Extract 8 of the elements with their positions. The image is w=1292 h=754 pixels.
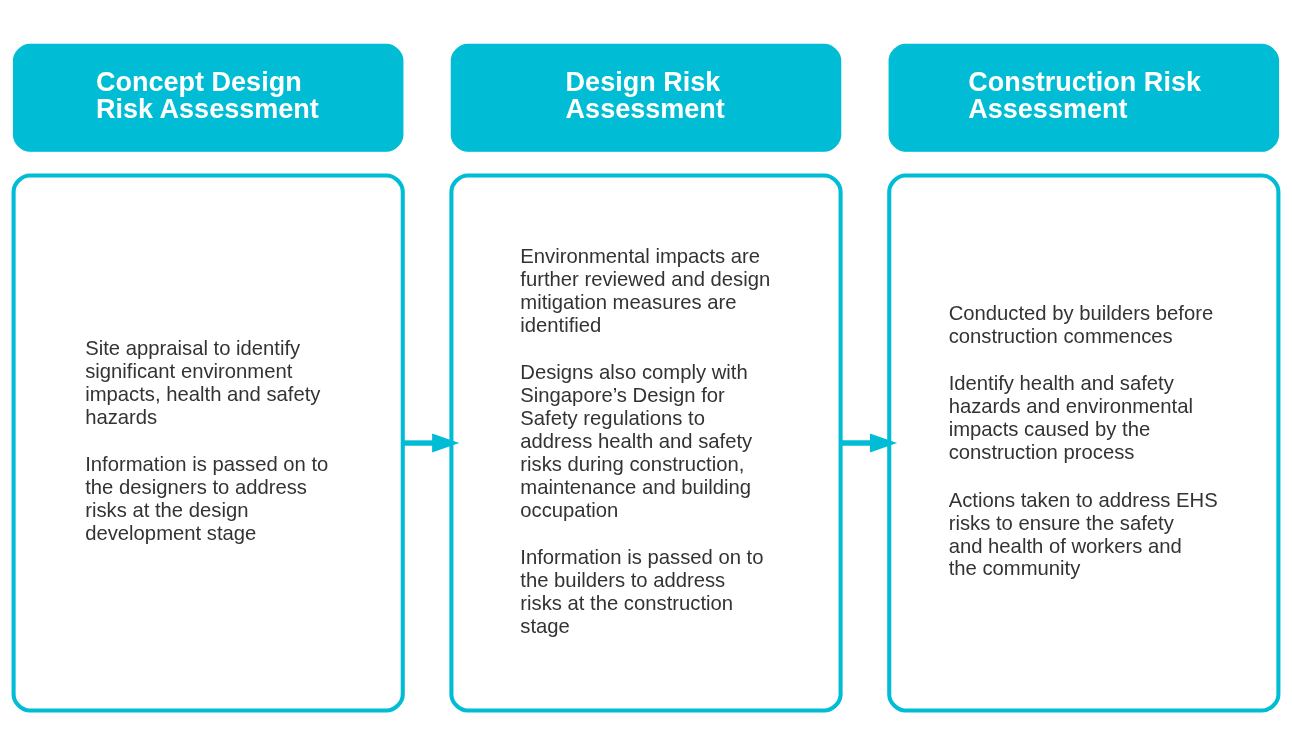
node-box: Design Risk Assessment (450, 43, 842, 152)
node-box: Environmental impacts are further reviewed and design mitigation measures are identified Designs also comply with Singapore’s Design for Safety regulations to address health and safety risks during construction, maintenance and building occupation Information is passed on to the builders to address risks at the construction stage (449, 172, 843, 713)
node-box: Conducted by builders before construction commences Identify health and safety hazards and environmental impacts caused by the construction process Actions taken to address EHS risks to ensure the safety and health of workers and the community (887, 172, 1281, 713)
node-box: Concept Design Risk Assessment (12, 43, 404, 152)
node-box: Construction Risk Assessment (888, 43, 1280, 152)
arrow (840, 433, 898, 453)
arrow (403, 433, 460, 453)
node-box: Site appraisal to identify significant environment impacts, health and safety hazards Information is passed on to the designers to address risks at the design development stage (11, 172, 405, 713)
